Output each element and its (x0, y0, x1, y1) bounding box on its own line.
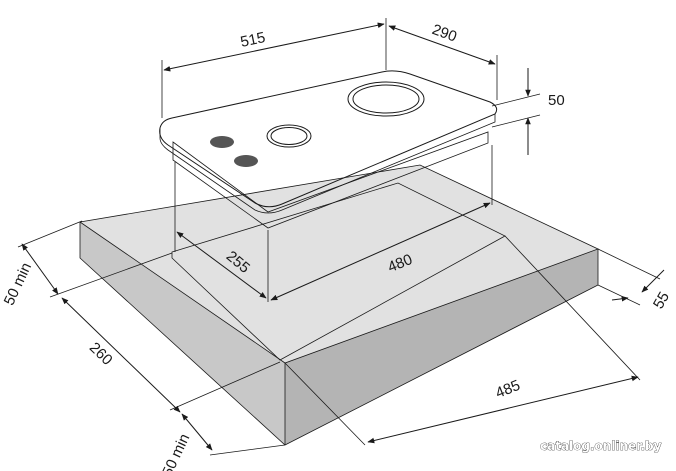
label-front-margin: 50 min (159, 431, 193, 471)
label-countertop-thickness: 55 (650, 289, 673, 312)
dim-line-485 (367, 375, 639, 444)
dim-line-55b (641, 269, 665, 293)
countertop-left-face (80, 222, 285, 445)
large-burner-outer (347, 81, 425, 117)
hob-lower-body (172, 131, 489, 229)
hob (159, 70, 498, 229)
label-left-offset: 260 (86, 339, 116, 369)
countertop-top-face (80, 165, 598, 363)
countertop-front-face (285, 249, 598, 445)
dim-line-260 (61, 297, 181, 413)
label-back-margin: 50 min (1, 260, 35, 308)
small-burner-outer (266, 124, 312, 148)
label-overall-width: 485 (493, 377, 523, 402)
dim-line-50min-back (21, 243, 59, 295)
dim-line-290 (388, 25, 496, 65)
label-height: 50 (548, 92, 565, 109)
dim-line-50min-front (181, 413, 213, 451)
dim-line-480 (270, 202, 491, 301)
dim-line-55 (611, 296, 629, 302)
label-width-top: 515 (239, 29, 267, 51)
countertop (79, 164, 600, 446)
control-knob-1 (210, 136, 234, 148)
small-burner-inner (270, 127, 308, 145)
watermark: catalog.onliner.by (540, 439, 662, 453)
dim-line-255 (176, 231, 267, 299)
dimension-lines (17, 18, 665, 456)
large-burner-inner (352, 84, 420, 114)
dim-line-515 (163, 22, 385, 72)
control-knob-2 (234, 155, 258, 167)
